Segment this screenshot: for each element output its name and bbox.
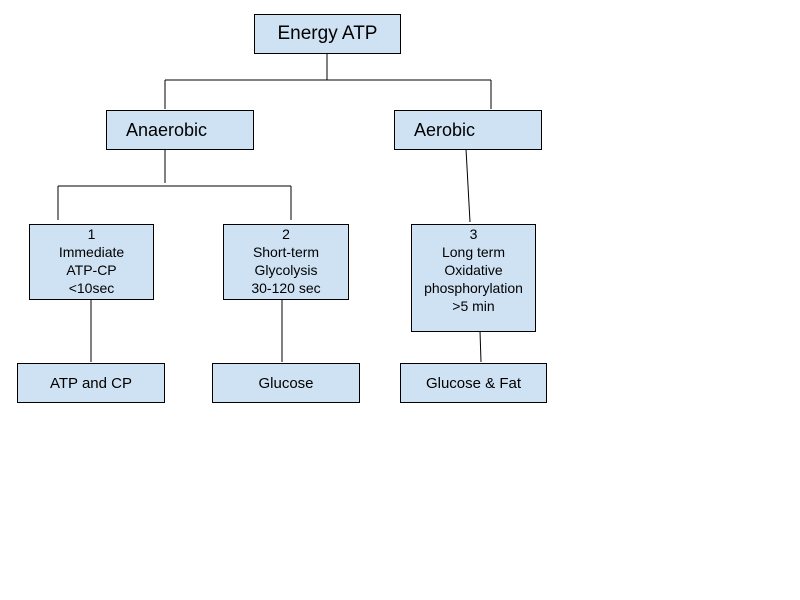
system-line: 30-120 sec bbox=[251, 280, 321, 296]
fuel-label: Glucose & Fat bbox=[425, 374, 522, 392]
system-line: ATP-CP bbox=[66, 262, 117, 278]
system-number: 1 bbox=[87, 226, 96, 242]
system-line: Oxidative bbox=[444, 262, 503, 278]
energy-atp-label: Energy ATP bbox=[277, 23, 378, 44]
system-line: <10sec bbox=[68, 280, 115, 296]
anaerobic-label: Anaerobic bbox=[126, 119, 208, 140]
fuel-label: ATP and CP bbox=[50, 374, 132, 392]
glucose-fat-fuel-node: Glucose & Fat bbox=[400, 363, 547, 403]
system-line: Short-term bbox=[252, 244, 320, 260]
immediate-system-node: 1 Immediate ATP-CP <10sec bbox=[29, 224, 154, 300]
fuel-label: Glucose bbox=[258, 374, 314, 392]
anaerobic-node: Anaerobic bbox=[106, 110, 254, 150]
atp-cp-fuel-node: ATP and CP bbox=[17, 363, 165, 403]
system-line: phosphorylation bbox=[424, 280, 523, 296]
system-line: Glycolysis bbox=[254, 262, 318, 278]
short-term-system-node: 2 Short-term Glycolysis 30-120 sec bbox=[223, 224, 349, 300]
system-number: 2 bbox=[282, 226, 290, 242]
aerobic-node: Aerobic bbox=[394, 110, 542, 150]
energy-atp-node: Energy ATP bbox=[254, 14, 401, 54]
system-line: >5 min bbox=[452, 298, 495, 314]
connector-system-3-fuel bbox=[479, 330, 482, 363]
connector-to-system-3 bbox=[465, 148, 471, 223]
system-number: 3 bbox=[469, 226, 478, 242]
system-line: Immediate bbox=[58, 244, 125, 260]
aerobic-label: Aerobic bbox=[414, 119, 476, 140]
system-line: Long term bbox=[441, 244, 506, 260]
glucose-fuel-node: Glucose bbox=[212, 363, 360, 403]
long-term-system-node: 3 Long term Oxidative phosphorylation >5… bbox=[411, 224, 536, 332]
